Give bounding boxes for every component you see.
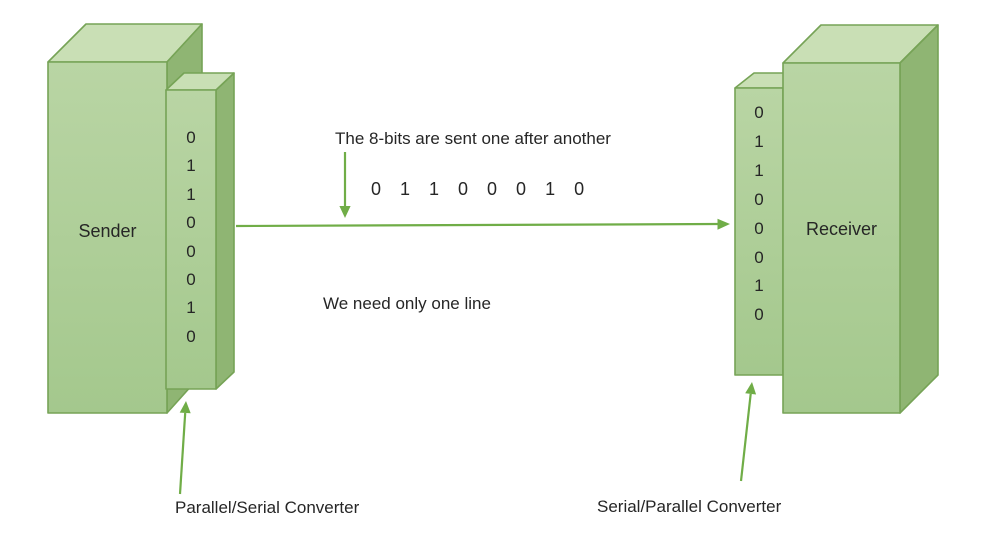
caption-pointer-arrow <box>339 152 351 218</box>
sender-box-front-face <box>47 61 168 414</box>
caption-pointer-arrowhead-icon <box>339 206 351 218</box>
receiver-converter-front-face <box>734 87 784 376</box>
receiver-label: Receiver <box>805 219 878 239</box>
receiver-box-front-face <box>782 62 901 414</box>
channel-caption-top: The 8-bits are sent one after another <box>335 129 611 148</box>
serial-parallel-arrowhead-icon <box>745 382 757 395</box>
receiver-box <box>782 24 939 414</box>
parallel-serial-converter-label: Parallel/Serial Converter <box>175 498 360 517</box>
sender-converter-front-face <box>165 89 217 390</box>
receiver-box-side-face <box>899 24 939 414</box>
receiver-parallel-bits: 0 1 1 0 0 0 1 0 <box>754 103 764 325</box>
sender-converter-box <box>165 72 235 390</box>
serial-bits-row: 0 1 1 0 0 0 1 0 <box>371 179 585 199</box>
serial-parallel-pointer-arrow <box>739 382 757 482</box>
channel-caption-bottom: We need only one line <box>323 294 491 313</box>
transmission-arrow <box>235 218 730 230</box>
transmission-arrowhead-icon <box>717 218 730 230</box>
sender-parallel-bits: 0 1 1 0 0 0 1 0 <box>186 128 196 346</box>
sender-converter-side-face <box>215 72 235 390</box>
sender-label: Sender <box>78 221 137 241</box>
parallel-serial-pointer-arrow <box>178 401 191 495</box>
parallel-serial-arrowhead-icon <box>179 401 191 414</box>
serial-parallel-converter-label: Serial/Parallel Converter <box>597 497 782 516</box>
